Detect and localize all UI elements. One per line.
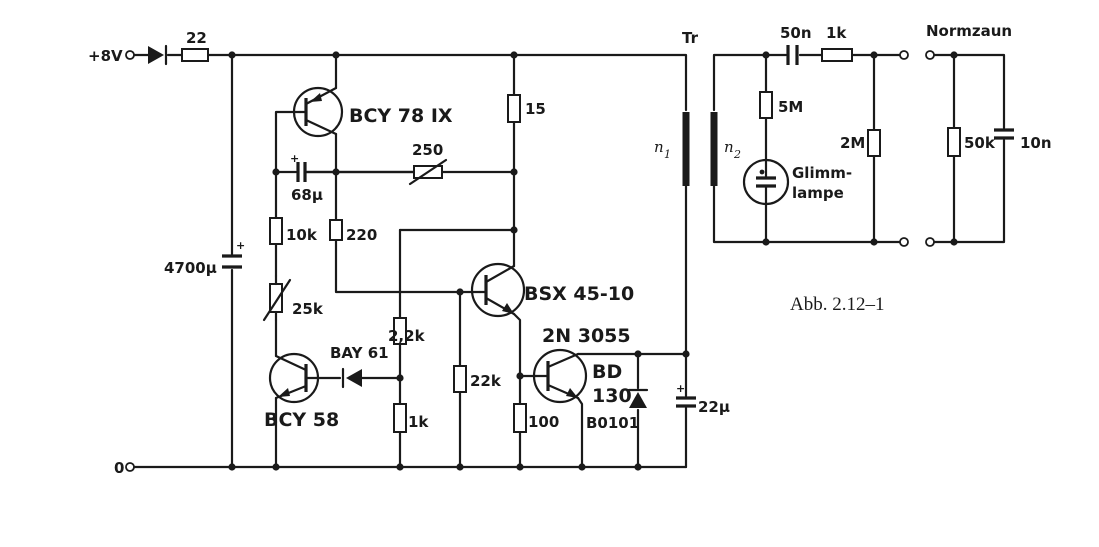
label-c10n: 10n (1020, 134, 1052, 152)
label-d-bay: BAY 61 (330, 344, 389, 362)
label-r220: 220 (346, 226, 377, 244)
resistor-5m (759, 91, 773, 119)
label-transformer: Tr (682, 29, 699, 47)
label-r22k: 22k (470, 372, 502, 390)
label-n2: n (724, 138, 734, 156)
svg-text:+: + (676, 382, 685, 395)
junction-dots (228, 51, 958, 471)
capacitor-50n (786, 45, 799, 65)
label-c-main: 4700µ (164, 259, 217, 277)
label-q4-line3: B0101 (586, 414, 639, 432)
label-q3: BSX 45-10 (524, 283, 634, 305)
resistor-1k-out (821, 48, 853, 62)
labels: +8V 0 22 4700µ BCY 78 IX 15 68µ 250 10k … (88, 22, 1052, 477)
output-terminal-top (899, 50, 909, 60)
svg-text:+: + (290, 152, 299, 165)
resistor-22 (181, 48, 209, 62)
label-r-input: 22 (186, 29, 207, 47)
wires (132, 53, 1006, 469)
resistor-15 (507, 94, 521, 123)
capacitors: + + + (222, 45, 1014, 408)
output-terminal-bottom (899, 237, 909, 247)
label-q2: BCY 58 (264, 409, 339, 431)
transistor-q2 (268, 352, 320, 404)
label-r5m: 5M (778, 98, 803, 116)
diode-bay61 (341, 367, 362, 389)
resistor-2m (867, 129, 881, 157)
resistor-220 (329, 219, 343, 241)
label-n1-sub: 1 (664, 148, 671, 161)
label-lamp-line2: lampe (792, 184, 844, 202)
figure-caption: Abb. 2.12–1 (790, 294, 884, 315)
label-q1: BCY 78 IX (349, 105, 453, 127)
transistor-q4 (532, 348, 588, 404)
capacitor-68u: + (290, 152, 307, 182)
capacitor-10n (994, 128, 1014, 140)
diode-flyback (627, 388, 649, 408)
label-c22: 22µ (698, 398, 730, 416)
label-n2-sub: 2 (733, 148, 741, 161)
label-q4-top: 2N 3055 (542, 325, 631, 347)
fence-terminal-top (925, 50, 935, 60)
label-r100: 100 (528, 413, 559, 431)
capacitor-4700u: + (222, 239, 245, 269)
diode-input (148, 44, 168, 66)
resistor-100 (513, 403, 527, 433)
label-ground: 0 (114, 459, 124, 477)
label-r1k-low: 1k (408, 413, 429, 431)
transistor-q1 (292, 86, 344, 138)
diodes (148, 44, 649, 408)
resistor-50k (947, 127, 961, 157)
label-q4-line1: BD (592, 361, 622, 383)
label-r10k: 10k (286, 226, 318, 244)
label-r2m: 2M (840, 134, 865, 152)
resistors (181, 48, 961, 433)
glow-lamp (742, 158, 790, 206)
label-r25k: 25k (292, 300, 324, 318)
label-r22k-bias: 2,2k (388, 327, 426, 345)
label-r50k: 50k (964, 134, 996, 152)
fence-terminal-bottom (925, 237, 935, 247)
label-q4-line2: 130 (592, 385, 632, 407)
resistor-22k (453, 365, 467, 393)
label-c50n: 50n (780, 24, 812, 42)
label-lamp-line1: Glimm- (792, 164, 852, 182)
label-r250: 250 (412, 141, 443, 159)
label-r15: 15 (525, 100, 546, 118)
capacitor-22u: + (676, 382, 696, 408)
terminals (125, 50, 935, 472)
label-c68: 68µ (291, 186, 323, 204)
trim-arrow-250 (408, 158, 448, 186)
resistor-10k (269, 217, 283, 245)
supply-terminal (125, 50, 135, 60)
resistor-1k-low (393, 403, 407, 433)
svg-text:+: + (236, 239, 245, 252)
transistors (268, 86, 588, 404)
trim-arrow-25k (262, 278, 292, 322)
transistor-q3 (470, 262, 526, 318)
resistor-2-2k (393, 317, 407, 345)
label-supply: +8V (88, 47, 123, 65)
ground-terminal (125, 462, 135, 472)
label-normzaun: Normzaun (926, 22, 1012, 40)
label-n1: n (654, 138, 664, 156)
label-r1k-out: 1k (826, 24, 847, 42)
transformer (682, 112, 718, 186)
